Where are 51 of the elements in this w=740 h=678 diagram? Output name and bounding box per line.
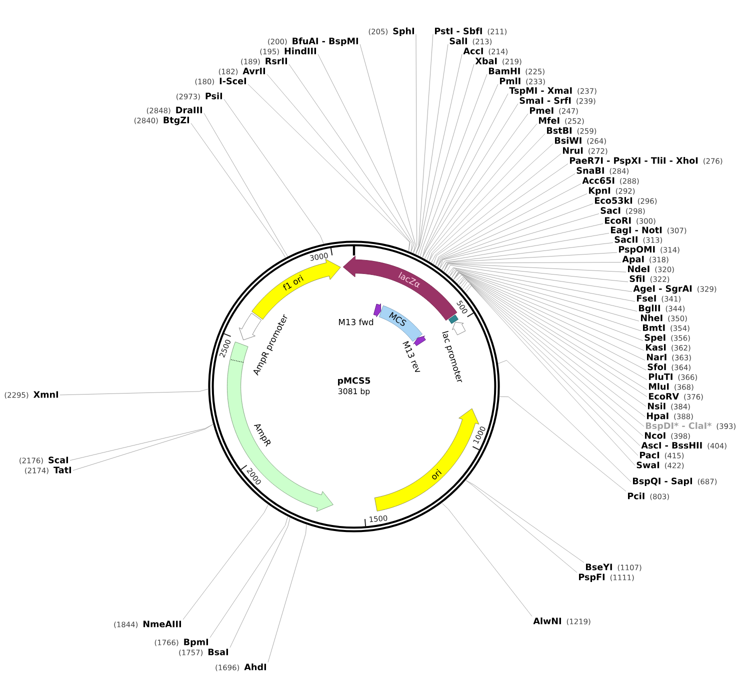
leader-line: [426, 123, 538, 260]
leader-line: [444, 264, 628, 282]
leader-line: [439, 223, 604, 269]
leader-line: [446, 265, 632, 292]
leader-line: [437, 213, 600, 268]
leader-line: [266, 74, 410, 252]
leader-line: [413, 34, 418, 254]
leader-line: [268, 524, 307, 663]
leader-line: [422, 103, 518, 258]
leader-line: [72, 424, 214, 471]
leader-line: [318, 54, 414, 253]
leader-line: [415, 44, 448, 255]
leader-line: [449, 269, 640, 322]
leader-line: [447, 267, 636, 302]
feature-label: M13 rev: [402, 340, 420, 372]
leader-line: [420, 74, 488, 257]
leader-line: [433, 163, 568, 264]
leader-line: [230, 517, 290, 648]
leader-line: [224, 98, 324, 244]
leader-line: [449, 268, 638, 312]
feature-segment: MCS: [378, 305, 422, 342]
leader-line: [210, 516, 288, 638]
leader-line: [422, 93, 508, 258]
leader-line: [498, 360, 632, 482]
leader-line: [190, 122, 286, 258]
leader-line: [442, 252, 618, 270]
leader-line: [444, 263, 626, 272]
leader-line: [70, 424, 214, 461]
leader-line: [182, 504, 269, 620]
feature-label: M13 fwd: [339, 318, 374, 326]
leader-line: [431, 153, 562, 264]
leader-line: [418, 64, 474, 256]
leader-line: [442, 242, 614, 270]
leader-line: [248, 84, 410, 252]
leader-line: [204, 112, 288, 257]
leader-line: [360, 44, 416, 254]
leader-line: [415, 54, 462, 255]
leader-line: [60, 388, 208, 396]
leader-line: [437, 193, 588, 268]
leader-line: [424, 113, 528, 260]
leader-line: [288, 64, 412, 253]
leader-line: [422, 84, 498, 258]
leader-line: [437, 203, 594, 268]
leader-line: [465, 480, 578, 573]
feature-box: [448, 314, 458, 324]
leader-line: [444, 262, 622, 272]
leader-line: [499, 396, 626, 492]
leader-line: [465, 480, 584, 563]
leader-line: [442, 502, 532, 617]
leader-line: [439, 232, 610, 269]
leader-line: [415, 34, 434, 255]
